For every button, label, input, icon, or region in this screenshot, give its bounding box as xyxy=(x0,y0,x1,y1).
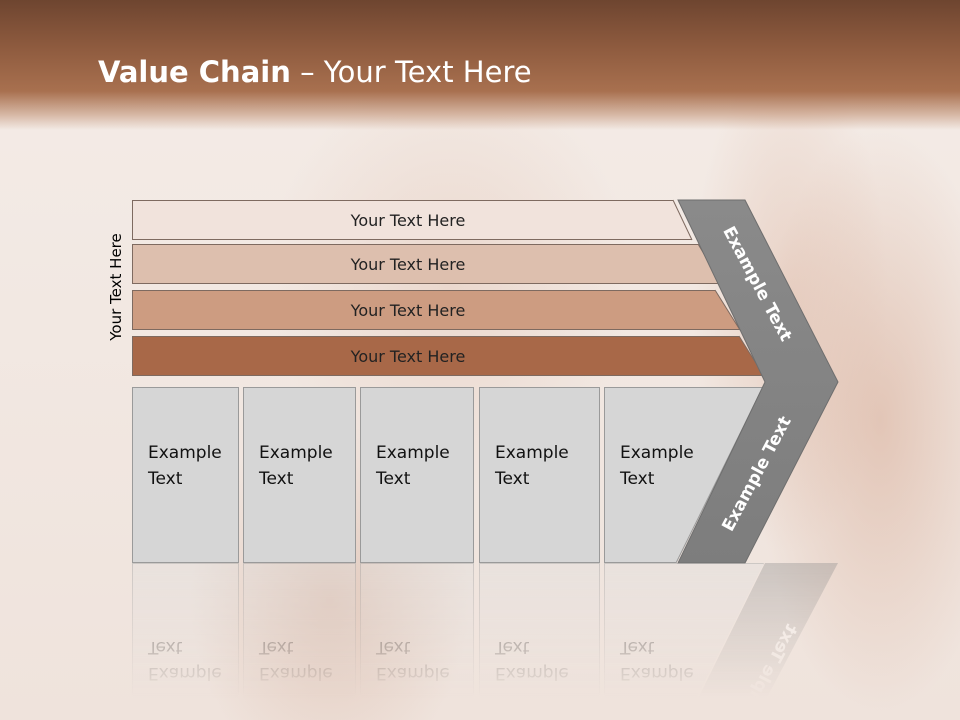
box-2-line1: Example xyxy=(259,443,333,463)
box-2-line2: Text xyxy=(259,469,294,489)
support-bar-2: Your Text Here xyxy=(132,244,722,284)
title-bold: Value Chain xyxy=(98,55,291,89)
support-bar-2-label: Your Text Here xyxy=(350,254,466,274)
box-3-line2: Text xyxy=(376,469,411,489)
box-1-line2: Text xyxy=(148,469,183,489)
reflection-chevron: Example Text xyxy=(678,563,838,698)
support-bar-4: Your Text Here xyxy=(132,336,764,376)
box-4-line1: Example xyxy=(495,443,569,463)
support-bar-3: Your Text Here xyxy=(132,290,740,330)
box-5-line1: Example xyxy=(620,443,694,463)
support-bar-4-label: Your Text Here xyxy=(350,346,466,366)
support-bar-1-label: Your Text Here xyxy=(350,210,466,230)
title-band xyxy=(0,0,960,130)
title-rest: – Your Text Here xyxy=(290,55,532,89)
slide-title: Value Chain – Your Text Here xyxy=(98,55,532,89)
box-1-line1: Example xyxy=(148,443,222,463)
box-5-line2: Text xyxy=(620,469,655,489)
support-bar-3-label: Your Text Here xyxy=(350,300,466,320)
box-4-line2: Text xyxy=(495,469,530,489)
support-bar-1: Your Text Here xyxy=(132,200,692,240)
box-3-line1: Example xyxy=(376,443,450,463)
side-label-text: Your Text Here xyxy=(107,233,125,341)
